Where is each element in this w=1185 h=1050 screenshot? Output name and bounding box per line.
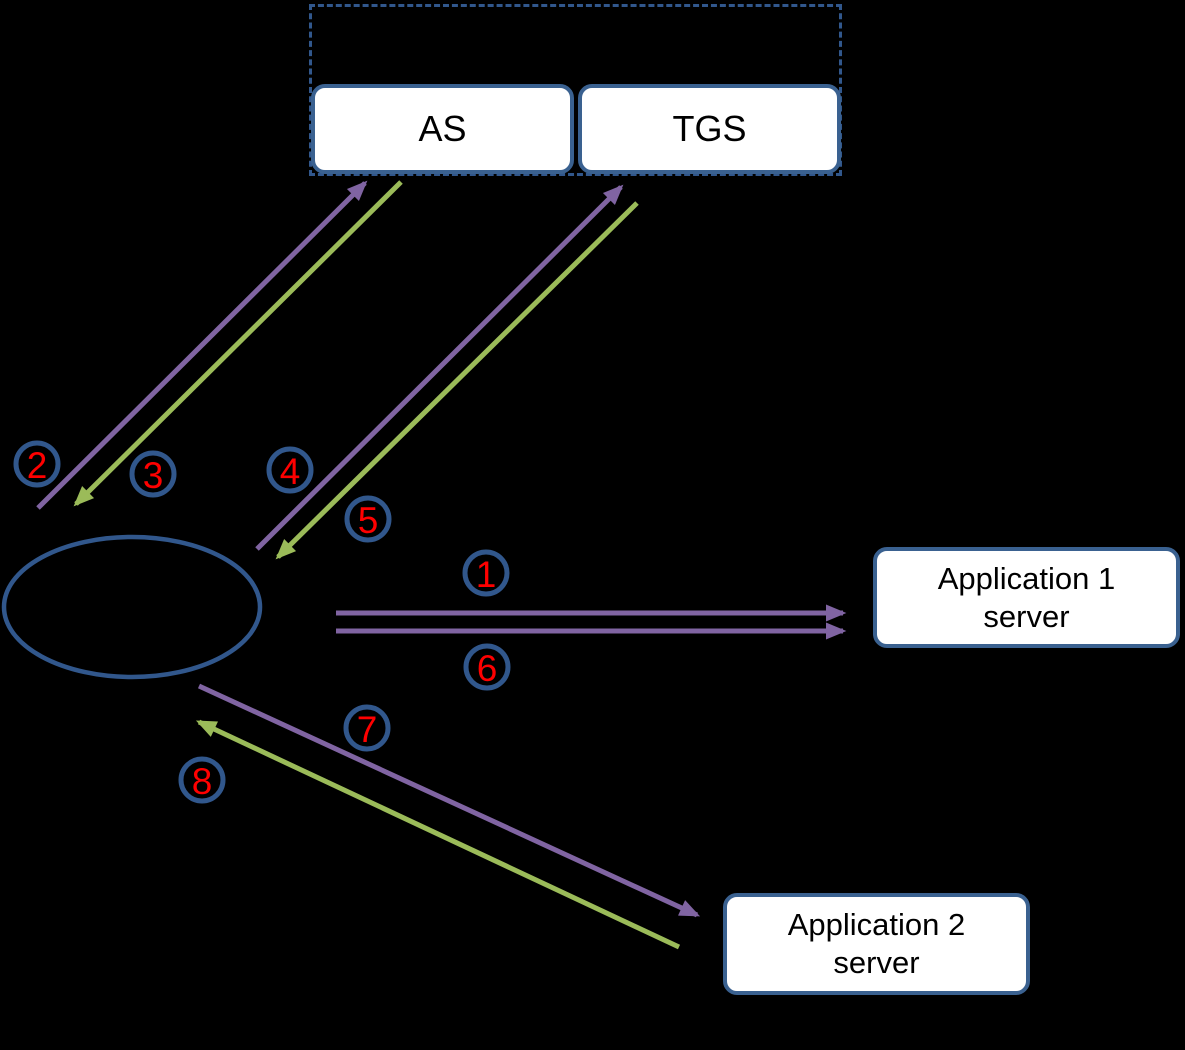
- app1-server-box: Application 1 server: [873, 547, 1180, 648]
- step-badge-number-3: 3: [143, 455, 164, 496]
- step-badge-number-5: 5: [358, 500, 379, 541]
- step-badge-ring-1: [462, 549, 510, 597]
- step-badge-ring-7: [343, 704, 391, 752]
- arrow-step-5: [275, 201, 639, 560]
- step-badge-ring-4: [266, 446, 314, 494]
- step-badge-number-2: 2: [27, 445, 48, 486]
- client-ellipse: [1, 534, 263, 680]
- kdc-group-box: [309, 4, 842, 176]
- step-badge-number-7: 7: [357, 709, 378, 750]
- app1-label-line1: Application 1: [937, 560, 1116, 596]
- step-badge-number-1: 1: [476, 554, 497, 595]
- arrow-step-4: [255, 184, 624, 551]
- app2-label-line1: Application 2: [787, 907, 966, 943]
- app1-label-line2: server: [983, 598, 1070, 634]
- arrow-step-7: [197, 683, 701, 918]
- step-badge-number-6: 6: [477, 648, 498, 689]
- arrow-step-2: [36, 180, 368, 510]
- as-label: AS: [418, 108, 467, 149]
- step-badge-number-8: 8: [192, 761, 213, 802]
- tgs-box: TGS: [578, 84, 841, 174]
- arrow-step-3: [73, 180, 403, 507]
- step-badge-ring-6: [463, 643, 511, 691]
- step-badge-ring-8: [178, 756, 226, 804]
- app2-server-box: Application 2 server: [723, 893, 1030, 995]
- step-badge-ring-5: [344, 495, 392, 543]
- step-badge-ring-3: [129, 450, 177, 498]
- as-box: AS: [311, 84, 574, 174]
- tgs-label: TGS: [672, 108, 747, 149]
- app2-label-line2: server: [833, 945, 920, 980]
- step-badge-ring-2: [13, 440, 61, 488]
- arrow-step-8: [195, 719, 681, 950]
- step-badge-number-4: 4: [280, 451, 301, 492]
